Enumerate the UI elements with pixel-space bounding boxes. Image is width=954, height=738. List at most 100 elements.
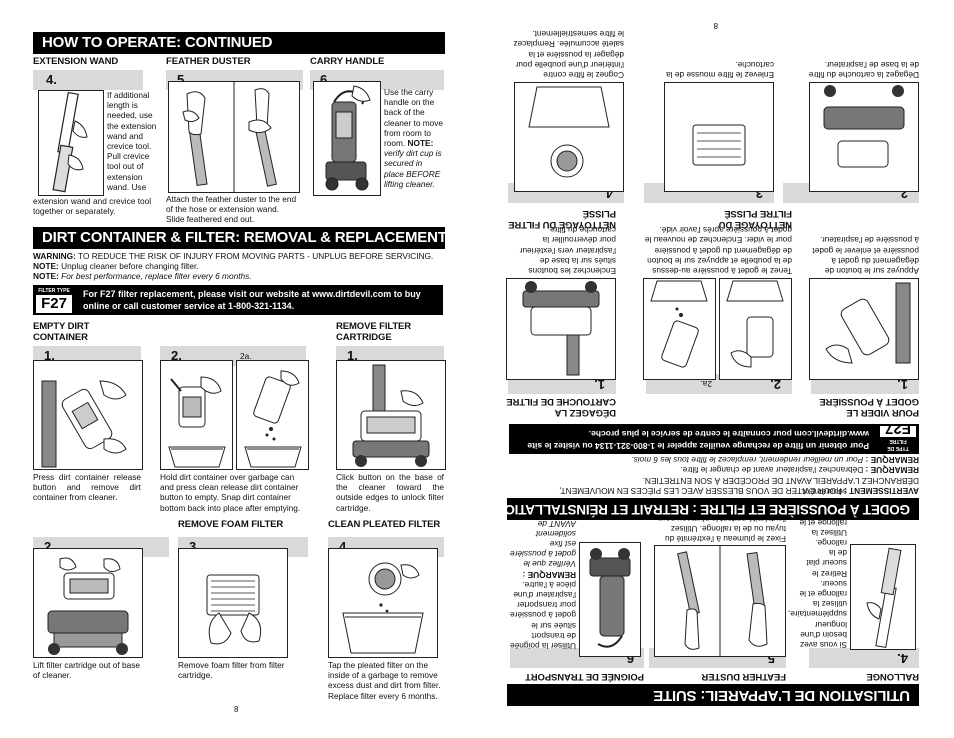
step-number: 1. <box>44 348 55 363</box>
pleated-filter-caption: Tap the pleated filter on the inside of … <box>328 660 441 701</box>
remove-foam-filter-heading: REMOVE FOAM FILTER <box>178 519 284 530</box>
extension-wand-text-2: extension wand and crevice tool together… <box>33 196 152 217</box>
left-page: HOW TO OPERATE: CONTINUED EXTENSION WAND… <box>33 32 446 714</box>
vider-illustration-1 <box>809 278 919 380</box>
extension-wand-text: If additional length is needed, use the … <box>107 90 157 192</box>
note-label: NOTE: <box>407 138 434 149</box>
foam-filter-caption: Remove foam filter from filter cartridge… <box>178 660 285 681</box>
heading-line: CARTRIDGE <box>336 332 392 343</box>
heading-line: DÉGAGEZ LA <box>554 407 616 418</box>
rallonge-heading: RALLONGE <box>866 671 919 682</box>
filtre-plisse-caption: Cognez le filtre contre l'intérieur d'un… <box>513 29 624 80</box>
note-text: Unplug cleaner before changing filter. <box>61 261 199 271</box>
dirt-container-banner: DIRT CONTAINER & FILTER: REMOVAL & REPLA… <box>33 227 445 249</box>
step-number: 4. <box>46 72 57 87</box>
pleated-filter-illustration <box>328 548 438 658</box>
note-text: Débranchez l'aspirateur avant de changer… <box>680 465 864 475</box>
filtre-mousse-illustration <box>664 82 774 192</box>
filter-type-badge: TYPE DE FILTRE F27 <box>879 420 917 452</box>
step-2a-label: 2a. <box>700 379 712 389</box>
degagez-heading: DÉGAGEZ LA CARTOUCHE DE FILTRE <box>506 396 616 418</box>
carry-handle-heading: CARRY HANDLE <box>310 56 385 67</box>
remove-filter-cartridge-illustration <box>336 360 446 470</box>
heading-line: CONTAINER <box>33 332 88 343</box>
empty-dirt-caption-2: Hold dirt container over garbage can and… <box>160 472 301 513</box>
vider-illustration-2a <box>643 278 716 380</box>
godet-banner: GODET À POUSSIÈRE ET FILTRE : RETRAIT ET… <box>507 498 919 520</box>
empty-dirt-heading: EMPTY DIRT CONTAINER <box>33 321 89 343</box>
note-label: NOTE: <box>33 261 59 271</box>
step-number: 6. <box>320 72 331 87</box>
note-line-1: NOTE: Unplug cleaner before changing fil… <box>33 261 443 271</box>
remarque-line-2: REMARQUE : Pour un meilleur rendement, r… <box>509 455 919 465</box>
note-label: REMARQUE : <box>522 569 576 580</box>
note-text: For best performance, replace filter eve… <box>61 271 252 281</box>
operate-banner: HOW TO OPERATE: CONTINUED <box>33 32 445 54</box>
step-number: 2. <box>44 539 55 554</box>
empty-dirt-illustration-2a <box>236 360 309 470</box>
utilisation-banner: UTILISATION DE L'APPAREIL: SUITE <box>507 684 919 706</box>
heading-line: PLISSÉ <box>582 208 616 219</box>
heading-line: POUR VIDER LE <box>846 407 919 418</box>
remarque-line-1: REMARQUE : Débranchez l'aspirateur avant… <box>509 465 919 475</box>
vider-caption-2: Tenez le godet à poussière au-dessus de … <box>644 225 792 276</box>
rallonge-illustration <box>850 544 916 650</box>
filtre-mousse-caption: Enlevez le filtre mousse de la cartouche… <box>666 59 774 80</box>
filtre-plisse-illustration <box>514 82 624 192</box>
remove-filter-cartridge-caption: Click button on the base of the cleaner … <box>336 472 444 513</box>
feather-duster-illustration <box>168 81 300 193</box>
f27-message: For F27 filter replacement, please visit… <box>83 289 421 311</box>
warning-label: AVERTISSEMENT : <box>844 486 919 496</box>
filter-code: F27 <box>885 420 911 437</box>
note-line-2: NOTE: For best performance, replace filt… <box>33 271 443 281</box>
extension-wand-illustration <box>38 90 104 196</box>
nettoyage-mousse-heading: NETTOYAGE DU FILTRE PLISSÉ <box>642 208 792 230</box>
carry-handle-note: verify dirt cup is secured in place BEFO… <box>384 148 442 189</box>
step-number: 5. <box>177 72 188 87</box>
filter-code: F27 <box>41 295 67 312</box>
poignee-illustration <box>579 542 641 657</box>
empty-dirt-caption-1: Press dirt container release button and … <box>33 472 141 503</box>
warning-line: WARNING: TO REDUCE THE RISK OF INJURY FR… <box>33 251 443 261</box>
heading-line: NETTOYAGE DU <box>718 219 792 230</box>
lift-cartridge-illustration <box>33 548 143 658</box>
degagez-cartouche-caption: Dégagez la cartouche du filtre de la bas… <box>808 59 919 80</box>
remove-filter-cartridge-heading: REMOVE FILTER CARTRIDGE <box>336 321 411 343</box>
carry-handle-illustration <box>313 81 381 196</box>
foam-filter-illustration <box>178 548 288 658</box>
step-number: 2. <box>171 348 182 363</box>
feather-duster-heading: FEATHER DUSTER <box>166 56 251 67</box>
step-number: 3. <box>189 539 200 554</box>
heading-line: EMPTY DIRT <box>33 321 90 332</box>
warning-label: WARNING: <box>33 251 76 261</box>
note-label: NOTE: <box>33 271 59 281</box>
step-number: 1. <box>347 348 358 363</box>
f27-info-band: FILTER TYPE F27 For F27 filter replaceme… <box>33 285 443 315</box>
extension-wand-heading: EXTENSION WAND <box>33 56 119 67</box>
heading-line: FILTRE PLISSÉ <box>724 208 792 219</box>
rotated-content: UTILISATION DE L'APPAREIL: SUITE RALLONG… <box>477 0 954 738</box>
empty-dirt-illustration-2 <box>160 360 233 470</box>
avertissement-line: AVERTISSEMENT : POUR ÉVITER DE VOUS BLES… <box>509 476 919 496</box>
heading-line: GODET À POUSSIÈRE <box>819 396 919 407</box>
carry-handle-side-text: Use the carry handle on the back of the … <box>384 87 444 149</box>
step-2a-label: 2a. <box>240 351 252 361</box>
clean-pleated-filter-heading: CLEAN PLEATED FILTER <box>328 519 441 530</box>
heading-line: CARTOUCHE DE FILTRE <box>506 396 616 407</box>
warning-text: TO REDUCE THE RISK OF INJURY FROM MOVING… <box>78 251 434 261</box>
nettoyage-plisse-heading: NETTOYAGE DU FILTRE PLISSÉ <box>506 208 616 230</box>
plumeau-illustration <box>654 545 786 657</box>
step-number: 4. <box>897 651 908 666</box>
page-number: 8 <box>234 705 239 714</box>
pour-vider-heading: POUR VIDER LE GODET À POUSSIÈRE <box>819 396 919 418</box>
empty-dirt-illustration-1 <box>33 360 143 470</box>
filter-type-label: TYPE DE FILTRE <box>880 437 916 451</box>
poignee-text: Utiliser la poignée de transport située … <box>510 498 576 651</box>
lift-cartridge-caption: Lift filter cartridge out of base of cle… <box>33 660 140 681</box>
page-number: 8 <box>713 21 718 30</box>
note-label: REMARQUE : <box>865 465 919 475</box>
heading-line: REMOVE FILTER <box>336 321 412 332</box>
filter-type-label: FILTER TYPE <box>36 288 72 295</box>
degagez-cartouche-illustration <box>809 82 919 192</box>
f27-message: Pour obtenir un filtre de rechange veuil… <box>527 429 869 452</box>
